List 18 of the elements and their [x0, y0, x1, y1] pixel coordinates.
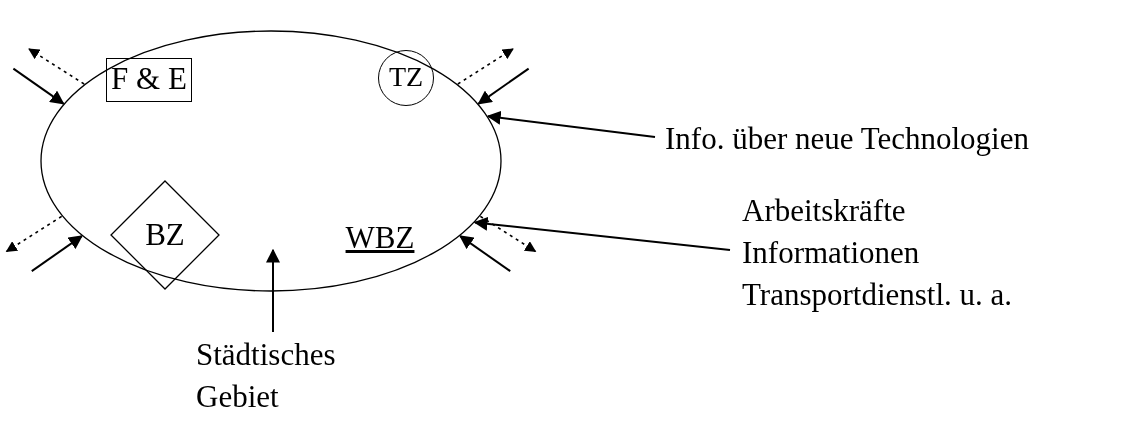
boxed-label: F & E [106, 58, 192, 102]
arrow [486, 110, 656, 138]
text-label: Städtisches Gebiet [196, 334, 336, 418]
dotted-arrow [5, 215, 63, 253]
arrow [477, 67, 530, 105]
text-label: Info. über neue Technologien [665, 118, 1135, 158]
text-label: Arbeitskräfte Informationen Transportdienstl. u. a. [742, 190, 1072, 320]
arrow [459, 235, 512, 273]
dotted-arrow [479, 215, 537, 253]
arrow [30, 235, 83, 273]
diamond-label: BZ [110, 180, 220, 290]
dotted-arrow [457, 48, 514, 85]
underlined-label: WBZ [340, 220, 420, 260]
ellipse-area [40, 30, 502, 292]
arrow [266, 248, 280, 333]
dotted-arrow [28, 48, 85, 85]
arrow [473, 216, 731, 251]
arrow [12, 67, 65, 105]
